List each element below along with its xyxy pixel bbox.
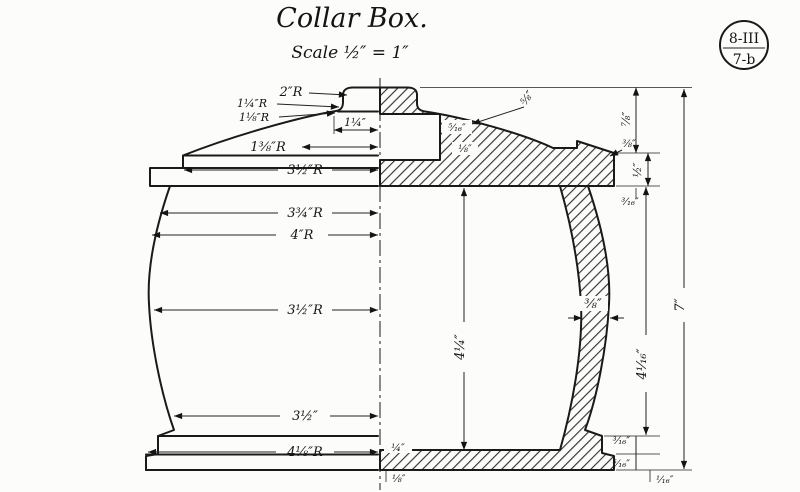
drawing-scale-note: Scale ½″ = 1″ — [291, 43, 409, 63]
dim-label: 1⅛″R — [239, 111, 269, 124]
dim-label: 3¾″R — [287, 206, 323, 221]
base-edges — [145, 435, 379, 471]
plate-number-badge: 8-III 7-b — [719, 20, 769, 70]
dim-label: ⅞″ — [620, 111, 633, 127]
dimensions-bottom-center: ¼″ ⅛″ — [384, 440, 412, 485]
dim-3-16-base: ³⁄₁₆″ — [613, 436, 637, 454]
dim-label: 3½″ — [292, 409, 318, 424]
dim-wall-thickness: ⅜″ — [568, 296, 624, 322]
dim-label: 1¼″R — [237, 97, 267, 110]
dim-label: 4⅛″R — [286, 445, 323, 460]
callout-5-16: ⁵⁄₁₆″ — [442, 120, 472, 134]
callout-5-8: ⅝″ — [471, 87, 538, 125]
dim-width-3-1-2: 3½″ — [174, 409, 378, 424]
callout-1-8-lid: ⅛″ — [452, 142, 478, 155]
lid-section — [379, 86, 615, 187]
dim-1-16-foot: ¹⁄₁₆″ — [656, 475, 674, 486]
drawing-title: Collar Box. — [276, 3, 428, 34]
dim-label: 4¼″ — [453, 334, 468, 361]
dim-label: ½″ — [631, 162, 644, 178]
dim-radius-3-1-2-mid: 3½″R — [154, 303, 378, 318]
dim-radius-3-1-2-top: 3½″R — [184, 163, 378, 178]
dimensions-left: 1¼″ 1⅜″R 3½″R 3¾″R 4″R 3½″R — [148, 116, 378, 460]
dim-label: 1¼″ — [344, 116, 367, 129]
callout-radius-1-1-8: 1⅛″R — [239, 110, 336, 124]
extension-lines — [333, 87, 692, 482]
dimensions-right-margin: ⅞″ ½″ ⅜″ ³⁄₁₆″ 4¹⁄₁₆″ 7″ ³⁄₁₆″ ⁵ — [609, 87, 688, 486]
dim-radius-1-3-8: 1⅜″R — [250, 140, 378, 155]
dim-label: ⅝″ — [518, 87, 538, 107]
drawing-header: Collar Box. Scale ½″ = 1″ — [276, 3, 428, 63]
callout-radius-2: 2″R — [279, 85, 348, 100]
dim-label: ⅛″ — [458, 144, 472, 155]
body-section — [379, 185, 615, 471]
dim-1-4-floor: ¼″ — [384, 440, 412, 454]
dim-height-4-1-16: 4¹⁄₁₆″ — [635, 187, 650, 435]
dim-overall-height-7: 7″ — [673, 89, 688, 469]
dim-label: ¼″ — [391, 443, 405, 454]
dim-label: 3½″R — [287, 303, 323, 318]
dim-label: ⅛″ — [392, 474, 406, 485]
dim-7-8: ⅞″ — [620, 87, 640, 153]
dim-radius-4: 4″R — [152, 228, 378, 243]
dim-1-2: ½″ — [631, 153, 652, 186]
right-section-view — [379, 86, 615, 471]
dim-label: ⁵⁄₁₆″ — [613, 459, 631, 470]
badge-circle — [719, 20, 769, 70]
dim-label: ⅜″ — [584, 297, 602, 312]
dim-label: 1⅜″R — [250, 140, 286, 155]
dim-5-16-base: ⁵⁄₁₆″ — [613, 454, 637, 470]
dim-label: ⅜″ — [622, 139, 636, 150]
dim-label: 4¹⁄₁₆″ — [635, 348, 650, 380]
dim-label: ⁵⁄₁₆″ — [448, 123, 466, 134]
lid-profile — [182, 86, 381, 157]
dim-label: ³⁄₁₆″ — [621, 197, 639, 208]
callout-3-8-flange: ⅜″ — [609, 139, 636, 157]
dim-label: 7″ — [673, 298, 688, 311]
body-silhouette — [145, 185, 175, 471]
dim-1-8-foot: ⅛″ — [392, 474, 406, 485]
badge-top-label: 8-III — [729, 31, 759, 47]
callout-radius-1-1-4: 1¼″R — [237, 97, 340, 110]
dim-label: 4″R — [290, 228, 314, 243]
dim-width-1-1-4: 1¼″ — [334, 116, 378, 134]
dim-depth-4-1-4: 4¼″ — [453, 188, 468, 450]
dim-radius-4-1-8: 4⅛″R — [148, 445, 378, 460]
badge-bottom-label: 7-b — [733, 52, 756, 68]
flange-edges — [149, 154, 379, 187]
callout-3-16-top: ³⁄₁₆″ — [621, 197, 639, 208]
dim-label: ¹⁄₁₆″ — [656, 475, 674, 486]
dim-label: 3½″R — [287, 163, 323, 178]
dim-label: 2″R — [279, 85, 303, 100]
dim-radius-3-3-4: 3¾″R — [160, 206, 378, 221]
dim-label: ³⁄₁₆″ — [613, 436, 631, 447]
